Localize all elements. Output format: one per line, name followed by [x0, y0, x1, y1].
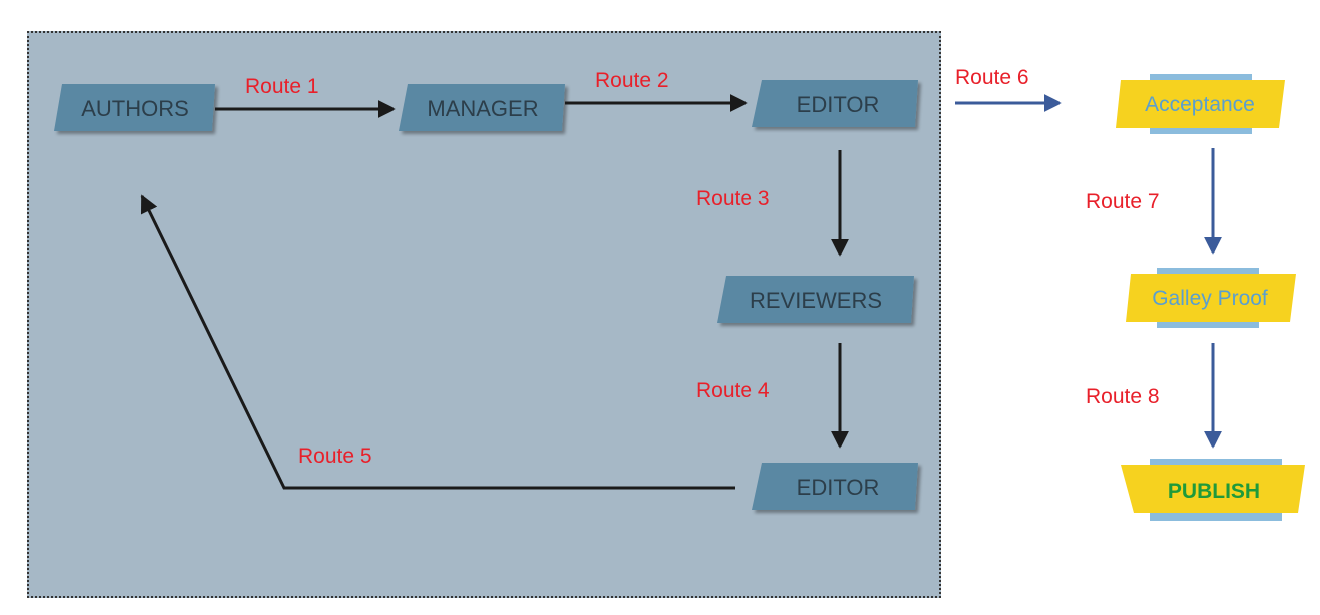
node-publish: PUBLISH [1121, 459, 1305, 521]
node-galley-proof-label: Galley Proof [1152, 287, 1268, 310]
node-acceptance-label: Acceptance [1145, 93, 1255, 116]
node-editor-top: EDITOR [752, 80, 918, 127]
node-manager-label: MANAGER [427, 96, 538, 121]
node-editor-top-label: EDITOR [797, 92, 880, 117]
route-1-label: Route 1 [245, 75, 319, 98]
route-2-label: Route 2 [595, 69, 669, 92]
node-reviewers-label: REVIEWERS [750, 288, 882, 313]
route-6-label: Route 6 [955, 66, 1029, 89]
node-publish-label: PUBLISH [1168, 480, 1260, 503]
route-5-label: Route 5 [298, 445, 372, 468]
node-acceptance: Acceptance [1116, 74, 1285, 134]
route-3-label: Route 3 [696, 187, 770, 210]
route-7-label: Route 7 [1086, 190, 1160, 213]
node-galley-proof: Galley Proof [1126, 268, 1296, 328]
node-editor-bottom-label: EDITOR [797, 475, 880, 500]
node-manager: MANAGER [399, 84, 565, 131]
node-authors: AUTHORS [54, 84, 215, 131]
node-reviewers: REVIEWERS [717, 276, 914, 323]
route-8-label: Route 8 [1086, 385, 1160, 408]
node-authors-label: AUTHORS [81, 96, 189, 121]
node-editor-bottom: EDITOR [752, 463, 918, 510]
route-4-label: Route 4 [696, 379, 770, 402]
route-5-arrow [140, 194, 735, 490]
